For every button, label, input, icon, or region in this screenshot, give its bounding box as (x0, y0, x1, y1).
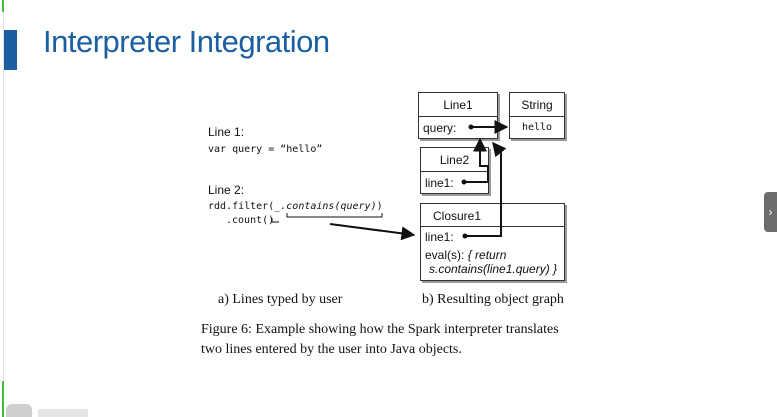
line1-object-title: Line1 (443, 98, 473, 112)
string-object-box: String hello (509, 92, 565, 139)
line1-object-box: Line1 query: (418, 92, 498, 139)
line1-code: var query = “hello” (208, 144, 323, 155)
slide-indicator-dots (38, 409, 88, 417)
title-accent-bar (4, 30, 17, 70)
slide-indicator-icon (6, 404, 32, 417)
string-object-divider (510, 116, 564, 117)
line2-object-divider (421, 171, 488, 172)
string-object-title: String (521, 98, 553, 112)
line2-label: Line 2: (208, 183, 245, 197)
caption-a: a) Lines typed by user (218, 292, 343, 307)
line2-code-prefix: rdd.filter( (208, 201, 275, 212)
caption-b: b) Resulting object graph (422, 292, 564, 307)
closure-to-line1-arrow (465, 141, 507, 237)
line2-object-field: line1: (425, 176, 454, 190)
string-object-value: hello (521, 122, 553, 133)
line2-code-lambda: _.contains(query) (274, 201, 377, 212)
closure1-object-box: Closure1 line1: eval(s): { return s.cont… (420, 203, 565, 281)
line1-object-field: query: (423, 121, 457, 135)
next-slide-button[interactable]: › (764, 192, 777, 232)
lambda-bracket (286, 213, 383, 218)
slide-edge-line (3, 0, 4, 417)
closure1-eval-body1: { return (467, 248, 507, 262)
line1-label: Line 1: (208, 125, 245, 139)
closure1-object-divider (421, 226, 564, 227)
accent-bar-top (2, 0, 4, 12)
lambda-to-closure-arrow (329, 223, 416, 241)
slide-title: Interpreter Integration (43, 24, 330, 59)
chevron-right-icon: › (768, 205, 773, 219)
line2-code-suffix: ) (376, 201, 383, 212)
closure1-eval-prefix: eval(s): (425, 248, 468, 262)
count-bracket (271, 218, 279, 223)
figure-caption-line1: Figure 6: Example showing how the Spark … (201, 322, 559, 337)
closure1-object-field: line1: (425, 230, 454, 244)
line2-object-title: Line2 (439, 153, 470, 167)
closure1-eval-line1: eval(s): { return (425, 248, 506, 262)
closure1-eval-line2: s.contains(line1.query) } (429, 262, 558, 276)
line2-to-line1-arrow (464, 137, 489, 183)
figure-caption-line2: two lines entered by the user into Java … (201, 342, 462, 357)
accent-bar-bottom (2, 381, 4, 417)
line2-code-count: .count() (226, 215, 275, 226)
line2-code: rdd.filter(_.contains(query)) (208, 201, 383, 212)
line1-object-divider (419, 116, 497, 117)
closure1-object-title: Closure1 (433, 209, 482, 223)
